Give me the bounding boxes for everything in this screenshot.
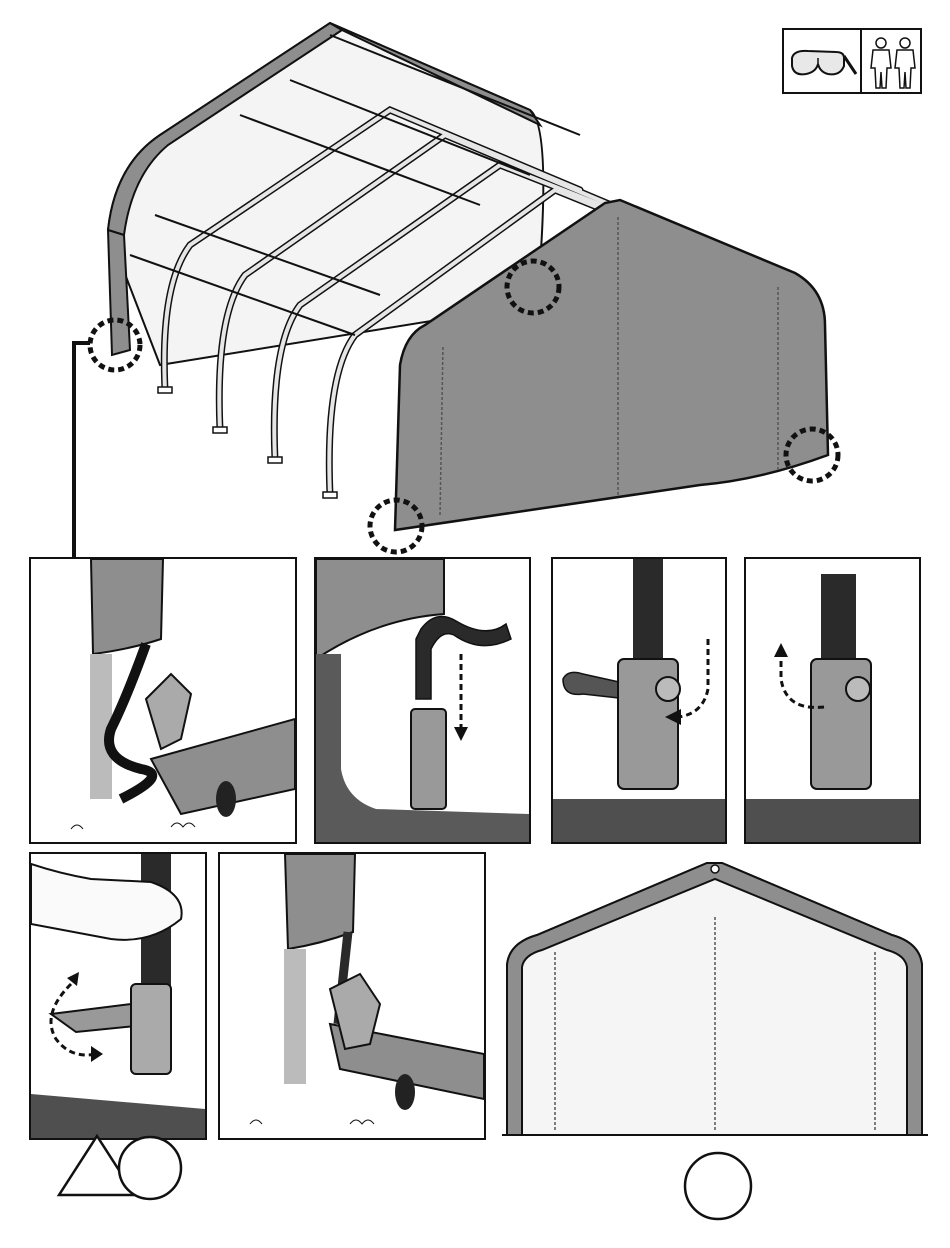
result-circle-icon [682,1150,754,1222]
front-view-result-icon [497,855,933,1140]
strap-tightened-icon [220,854,484,1138]
step-1-panel [29,557,297,844]
ratchet-feed-icon [553,559,725,842]
two-person-icon [864,34,922,92]
step-6-panel [218,852,486,1140]
ratchet-strap-attach-icon [31,559,295,842]
warning-circle-icon [115,1135,185,1201]
ratchet-crank-icon [31,854,205,1138]
step-2-panel [314,557,531,844]
ratchet-pull-icon [746,559,919,842]
step-3-panel [551,557,727,844]
shelter-overview-illustration [60,15,860,560]
step-5-panel [29,852,207,1140]
strap-insert-icon [316,559,529,842]
step-4-panel [744,557,921,844]
step-7-front-view [497,855,933,1140]
